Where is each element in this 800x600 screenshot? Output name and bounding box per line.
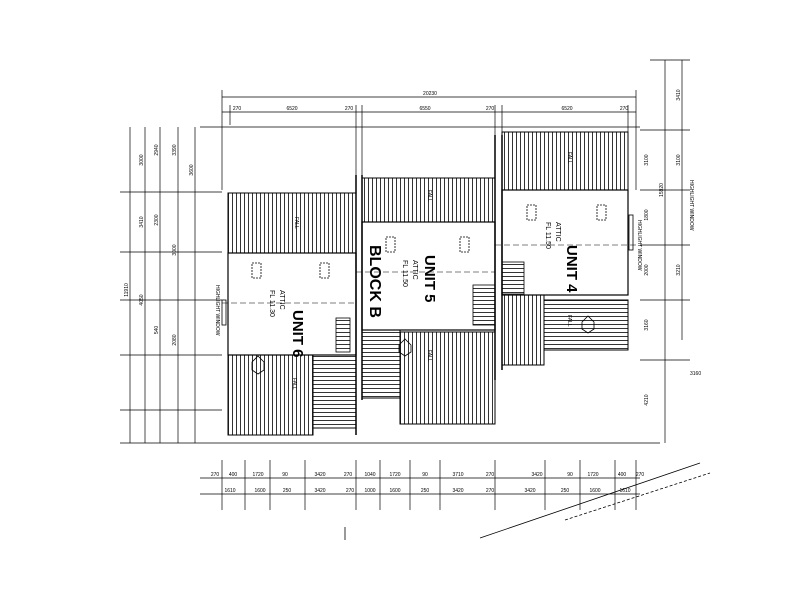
right-dimension-texts: 15920 3410 3100 3210 4210 3100 1800 2000… [644, 89, 701, 405]
dim-bottom-1-9: 90 [422, 472, 428, 478]
dim-bottom-1-16: 270 [636, 472, 645, 478]
dim-top-6: 6520 [561, 106, 572, 112]
dim-bottom-1-5: 3420 [314, 472, 325, 478]
right-inner-dim-5: 3160 [690, 371, 701, 377]
party-walls [355, 135, 503, 435]
dim-bottom-1-12: 3420 [531, 472, 542, 478]
left-dimension-texts: 11910 3000 3410 4050 2940 2300 540 3390 … [124, 144, 195, 345]
left-inner-dim-1: 2940 [154, 144, 160, 155]
dim-bottom-1-13: 90 [567, 472, 573, 478]
dim-bottom-2-8: 250 [421, 488, 430, 494]
right-inner-dim-2: 1800 [644, 209, 650, 220]
bottom-dimension-lines [200, 460, 640, 510]
right-mid-dim-4: 4210 [644, 394, 650, 405]
dim-bottom-1-10: 3710 [452, 472, 463, 478]
overall-top-dimension: 20230 [423, 91, 437, 97]
dim-bottom-1-7: 1040 [364, 472, 375, 478]
dim-bottom-1-4: 90 [282, 472, 288, 478]
dim-bottom-2-3: 250 [283, 488, 292, 494]
dim-bottom-2-7: 1600 [389, 488, 400, 494]
dim-bottom-1-6: 270 [344, 472, 353, 478]
dim-top-5: 270 [486, 106, 495, 112]
unit-4-name: UNIT 4 [563, 245, 580, 293]
left-mid-dim-3: 4050 [139, 294, 145, 305]
boundary-lines [344, 462, 711, 540]
unit-5-fall-top: FALL [426, 190, 432, 202]
right-inner-dim-3: 2000 [644, 264, 650, 275]
left-inner-dim-4: 3390 [172, 144, 178, 155]
dim-bottom-2-10: 270 [486, 488, 495, 494]
dim-top-7: 270 [620, 106, 629, 112]
top-dimension-lines [200, 90, 640, 190]
left-dimension-lines [120, 127, 660, 444]
left-outer-dimension: 11910 [124, 283, 130, 297]
left-inner-dim-6: 2080 [172, 334, 178, 345]
dim-top-1: 270 [233, 106, 242, 112]
dim-bottom-1-14: 1720 [587, 472, 598, 478]
unit-4-highlight-window: HIGHLIGHT WINDOW [636, 220, 642, 271]
block-b-label: BLOCK B [366, 245, 383, 318]
dim-bottom-2-14: 1610 [619, 488, 630, 494]
left-mid-dim-2: 3410 [139, 216, 145, 227]
left-inner-dim-5: 3000 [172, 244, 178, 255]
bottom-dimension-texts-1: 270 400 1720 90 3420 270 1040 1720 90 37… [211, 472, 645, 478]
unit-5-plan: BLOCK B UNIT 5 ATTIC FL 11.50 FALL FALL [356, 177, 496, 425]
unit-6-fall-top: FALL [293, 217, 299, 229]
dim-bottom-2-12: 250 [561, 488, 570, 494]
dim-top-2: 6520 [286, 106, 297, 112]
unit-5-fall-bottom: FALL [426, 350, 432, 362]
unit-5-name: UNIT 5 [421, 255, 438, 303]
right-mid-dim-2: 3100 [676, 154, 682, 165]
dim-bottom-2-1: 1610 [224, 488, 235, 494]
dim-bottom-2-5: 270 [346, 488, 355, 494]
left-inner-dim-7: 3600 [189, 164, 195, 175]
dim-bottom-1-2: 400 [229, 472, 238, 478]
unit-4-plan: UNIT 4 ATTIC FL 11.50 FALL FALL HIGHLIGH… [495, 131, 694, 366]
dim-bottom-1-15: 400 [618, 472, 627, 478]
unit-6-level: FL 11.30 [268, 290, 275, 317]
right-inner-dim-1: 3100 [644, 154, 650, 165]
left-inner-dim-3: 540 [154, 326, 160, 335]
unit-6-fall-bottom: FALL [291, 378, 297, 390]
dim-bottom-1-8: 1720 [389, 472, 400, 478]
dim-bottom-2-4: 3420 [314, 488, 325, 494]
dim-bottom-1-1: 270 [211, 472, 220, 478]
left-inner-dim-2: 2300 [154, 214, 160, 225]
dim-bottom-2-9: 3420 [452, 488, 463, 494]
unit-6-highlight-window: HIGHLIGHT WINDOW [214, 285, 220, 336]
unit-5-room: ATTIC [411, 260, 418, 280]
unit-6-name: UNIT 6 [289, 310, 306, 358]
unit-4-fall-bottom: FALL [566, 315, 572, 327]
left-mid-dim-1: 3000 [139, 154, 145, 165]
right-dimension-lines [640, 59, 690, 443]
unit-5-level: FL 11.50 [401, 260, 408, 287]
dim-bottom-2-6: 1000 [364, 488, 375, 494]
right-highlight-window: HIGHLIGHT WINDOW [688, 180, 694, 231]
dim-bottom-2-11: 3420 [524, 488, 535, 494]
dim-bottom-1-11: 270 [486, 472, 495, 478]
top-dimension-texts: 20230 270 6520 270 6550 270 6520 270 [233, 91, 629, 112]
right-mid-dim-1: 3410 [676, 89, 682, 100]
unit-4-level: FL 11.50 [544, 222, 551, 249]
right-outer-dimension: 15920 [659, 183, 665, 197]
dim-bottom-2-13: 1600 [589, 488, 600, 494]
bottom-dimension-texts-2: 1610 1600 250 3420 270 1000 1600 250 342… [224, 488, 630, 494]
dim-bottom-2-2: 1600 [254, 488, 265, 494]
unit-4-room: ATTIC [554, 222, 561, 242]
right-mid-dim-3: 3210 [676, 264, 682, 275]
unit-6-room: ATTIC [278, 290, 285, 310]
unit-4-fall-top: FALL [566, 152, 572, 164]
dim-bottom-1-3: 1720 [252, 472, 263, 478]
right-inner-dim-4: 3160 [644, 319, 650, 330]
dim-top-3: 270 [345, 106, 354, 112]
unit-6-plan: UNIT 6 ATTIC FL 11.30 FALL FALL HIGHLIGH… [214, 192, 357, 436]
dim-top-4: 6550 [419, 106, 430, 112]
